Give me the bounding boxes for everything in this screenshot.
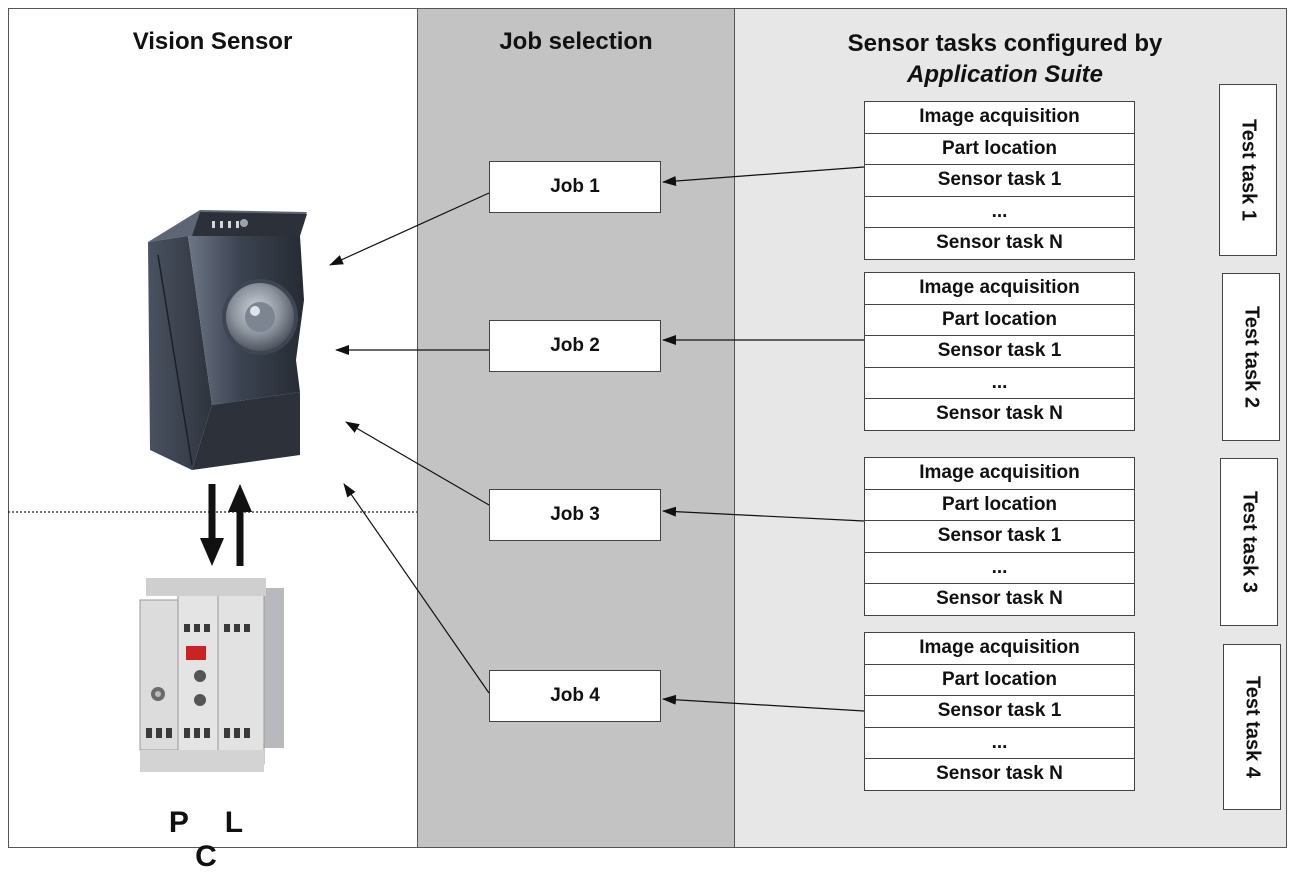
task-row: Image acquisition — [864, 272, 1135, 305]
test-task-box-4: Test task 4 — [1223, 644, 1281, 810]
task-group-1: Image acquisition Part location Sensor t… — [864, 101, 1135, 260]
job-selection-heading: Job selection — [499, 28, 653, 55]
plc-icon — [139, 578, 284, 772]
task-row: Part location — [864, 133, 1135, 165]
task-group-4: Image acquisition Part location Sensor t… — [864, 632, 1135, 791]
vision-sensor-heading: Vision Sensor — [132, 28, 293, 55]
task-to-job-arrow-4 — [662, 694, 865, 712]
task-row: ... — [864, 727, 1135, 759]
application-suite-label: Application Suite — [906, 61, 1103, 88]
job-box-2: Job 2 — [489, 320, 661, 372]
task-group-3: Image acquisition Part location Sensor t… — [864, 457, 1135, 616]
job-to-sensor-arrow-1 — [329, 192, 490, 266]
task-to-job-arrow-3 — [662, 506, 865, 522]
test-task-box-2: Test task 2 — [1222, 273, 1280, 441]
task-row: Part location — [864, 664, 1135, 696]
task-row: Sensor task N — [864, 584, 1135, 616]
task-row: Sensor task N — [864, 228, 1135, 260]
task-row: Sensor task N — [864, 759, 1135, 791]
job-to-sensor-arrow-3 — [345, 421, 490, 506]
test-task-box-1: Test task 1 — [1219, 84, 1277, 256]
diagram-canvas: Vision Sensor Job selection Sensor tasks… — [8, 8, 1287, 873]
sensor-tasks-heading: Sensor tasks configured by Application S… — [735, 28, 1275, 90]
task-group-2: Image acquisition Part location Sensor t… — [864, 272, 1135, 431]
task-row: Sensor task 1 — [864, 336, 1135, 368]
task-row: Part location — [864, 304, 1135, 336]
sensor-tasks-heading-line1: Sensor tasks configured by — [847, 30, 1163, 57]
job-box-4: Job 4 — [489, 670, 661, 722]
test-task-box-3: Test task 3 — [1220, 458, 1278, 626]
task-row: Image acquisition — [864, 632, 1135, 665]
task-row: Sensor task 1 — [864, 165, 1135, 197]
task-row: ... — [864, 552, 1135, 584]
task-row: Image acquisition — [864, 457, 1135, 490]
job-box-3: Job 3 — [489, 489, 661, 541]
io-arrows-icon — [200, 484, 252, 566]
task-row: Sensor task 1 — [864, 696, 1135, 728]
task-to-job-arrow-1 — [662, 166, 865, 187]
task-row: Sensor task N — [864, 399, 1135, 431]
task-row: Part location — [864, 489, 1135, 521]
vision-sensor-icon — [148, 210, 307, 470]
task-row: Image acquisition — [864, 101, 1135, 134]
task-row: ... — [864, 367, 1135, 399]
connector-overlay — [8, 166, 865, 772]
job-box-1: Job 1 — [489, 161, 661, 213]
task-row: ... — [864, 196, 1135, 228]
job-to-sensor-arrow-4 — [343, 483, 490, 694]
task-row: Sensor task 1 — [864, 521, 1135, 553]
